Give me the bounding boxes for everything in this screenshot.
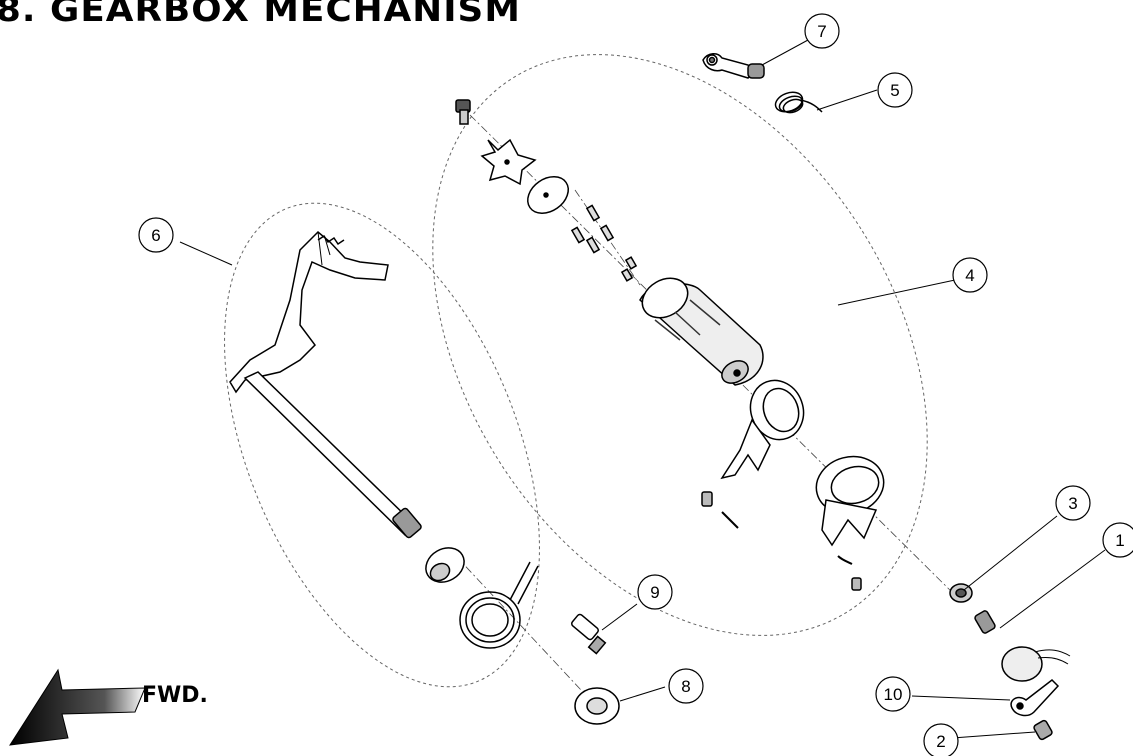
svg-text:10: 10 [884, 685, 903, 704]
callout-9: 9 [637, 574, 673, 610]
callout-5: 5 [877, 72, 913, 108]
svg-text:9: 9 [650, 583, 659, 602]
forward-label: FWD. [142, 683, 208, 708]
svg-text:2: 2 [936, 732, 945, 751]
svg-text:4: 4 [965, 266, 974, 285]
group-outline-4 [432, 54, 928, 636]
svg-text:1: 1 [1115, 531, 1124, 550]
svg-text:6: 6 [151, 226, 160, 245]
part-2-bolt [1033, 719, 1053, 741]
callout-1: 1 [1102, 522, 1133, 558]
part-5-spring [774, 91, 823, 114]
svg-text:8: 8 [681, 677, 690, 696]
svg-text:3: 3 [1068, 494, 1077, 513]
callout-2: 2 [923, 723, 959, 756]
callout-3: 3 [1055, 485, 1091, 521]
callout-6: 6 [138, 217, 174, 253]
part-4-shift-drum-assembly [455, 99, 885, 591]
diagram-title: 8. GEARBOX MECHANISM [0, 0, 521, 30]
svg-text:5: 5 [890, 81, 899, 100]
part-10-lever [1010, 679, 1060, 717]
callout-4: 4 [952, 257, 988, 293]
part-8-bushing [574, 687, 620, 725]
leader-lines [179, 39, 1106, 741]
part-1-sensor [974, 610, 1071, 682]
forward-direction-arrow-icon [9, 668, 146, 746]
callout-7: 7 [804, 13, 840, 49]
part-9-pin [571, 613, 607, 655]
callout-10: 10 [875, 676, 911, 712]
part-7-lever [702, 53, 765, 79]
group-outline-6 [224, 202, 540, 688]
callout-8: 8 [668, 668, 704, 704]
part-6-shift-shaft [229, 230, 539, 649]
svg-text:7: 7 [817, 22, 826, 41]
